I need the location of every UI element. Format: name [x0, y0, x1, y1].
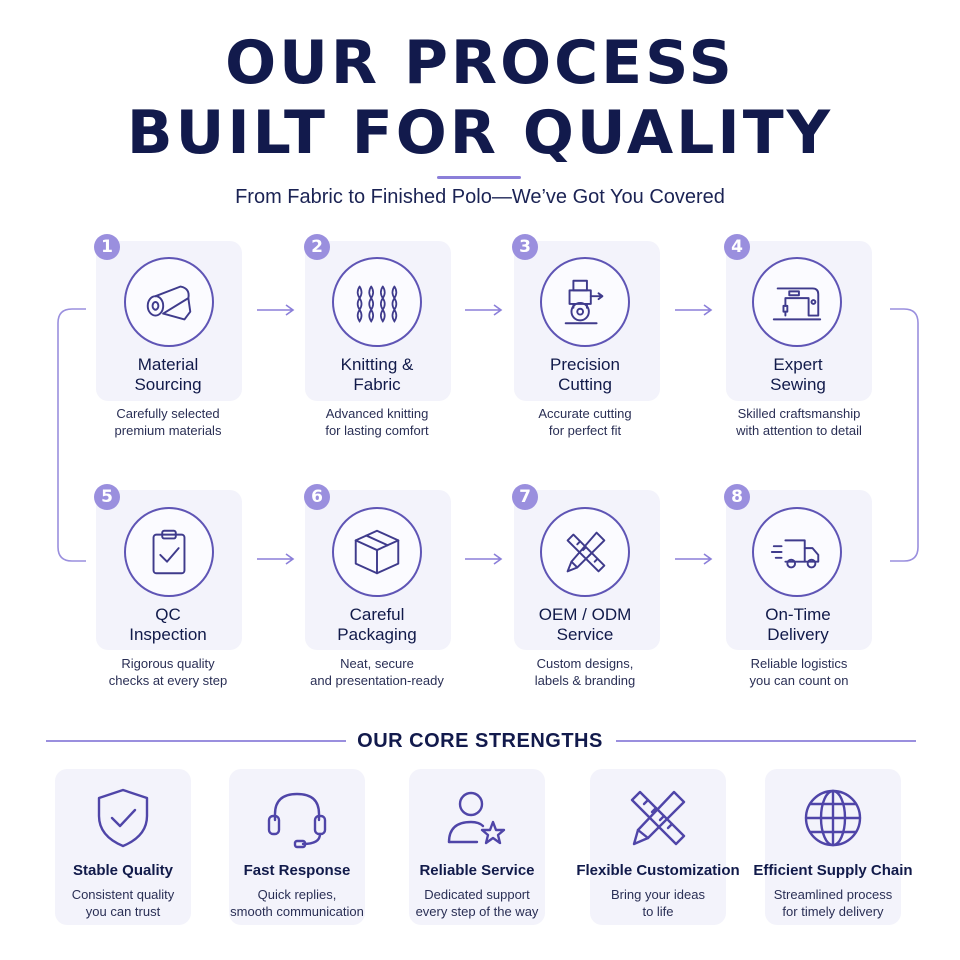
strength-description: Quick replies,smooth communication	[230, 887, 364, 919]
page-subtitle: From Fabric to Finished Polo—We’ve Got Y…	[235, 186, 725, 208]
step-number-badge: 3	[512, 234, 538, 260]
user-star-icon	[447, 791, 506, 845]
headset-icon	[267, 792, 327, 849]
loop-connector-right	[890, 308, 919, 562]
step-label: Knitting &Fabric	[340, 355, 414, 394]
page-title-line2: BUILT FOR QUALITY	[126, 98, 834, 168]
cutting-machine-icon	[564, 279, 604, 325]
arrow-step2-to-3	[465, 304, 503, 316]
strength-label: Stable Quality	[72, 862, 174, 879]
sewing-machine-icon	[772, 287, 822, 321]
knit-pattern-icon	[356, 285, 398, 323]
step-number-badge: 7	[512, 484, 538, 510]
clipboard-check-icon	[152, 529, 186, 575]
page-title-line1: OUR PROCESS	[225, 28, 735, 98]
arrow-step5-to-6	[257, 553, 295, 565]
step-icon-circle	[332, 257, 422, 347]
step-number-badge: 6	[304, 484, 330, 510]
arrow-step6-to-7	[465, 553, 503, 565]
section-divider-right	[616, 740, 916, 742]
step-description: Custom designs,labels & branding	[534, 656, 636, 688]
box-icon	[354, 529, 400, 575]
step-number-badge: 2	[304, 234, 330, 260]
fabric-roll-icon	[146, 285, 192, 321]
ruler-pencil-icon	[630, 790, 686, 846]
step-number-badge: 4	[724, 234, 750, 260]
step-icon-circle	[124, 257, 214, 347]
strength-card-flexible-customization	[590, 769, 726, 925]
strength-label: Flexible Customization	[576, 862, 740, 879]
step-icon-circle	[332, 507, 422, 597]
step-number-badge: 5	[94, 484, 120, 510]
strength-label: Reliable Service	[419, 862, 535, 879]
section-divider-left	[46, 740, 346, 742]
step-icon-circle	[752, 507, 842, 597]
loop-connector-left	[57, 308, 86, 562]
core-strengths-title: OUR CORE STRENGTHS	[357, 730, 603, 752]
arrow-step7-to-8	[675, 553, 713, 565]
step-icon-circle	[124, 507, 214, 597]
strength-label: Efficient Supply Chain	[753, 862, 913, 879]
shield-check-icon	[97, 788, 149, 848]
arrow-step3-to-4	[675, 304, 713, 316]
step-icon-circle	[752, 257, 842, 347]
arrow-step1-to-2	[257, 304, 295, 316]
delivery-truck-icon	[770, 539, 820, 569]
title-underline	[437, 176, 521, 179]
step-icon-circle	[540, 257, 630, 347]
ruler-pencil-icon	[566, 531, 606, 573]
strength-label: Fast Response	[243, 862, 351, 879]
step-number-badge: 8	[724, 484, 750, 510]
step-icon-circle	[540, 507, 630, 597]
globe-icon	[804, 789, 862, 847]
step-number-badge: 1	[94, 234, 120, 260]
